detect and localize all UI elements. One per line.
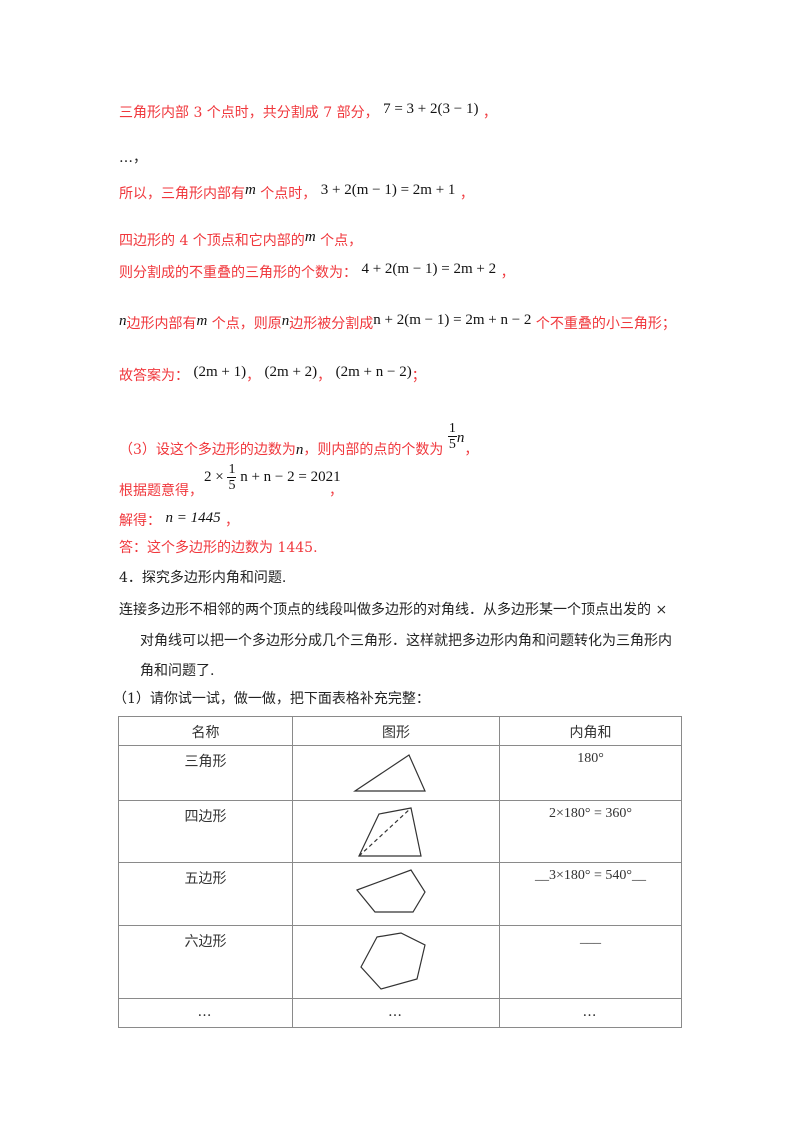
quadrilateral-icon (358, 807, 422, 857)
formula: n + 2(m − 1) = 2m + n − 2 (373, 312, 532, 328)
formula: 4 + 2(m − 1) = 2m + 2 (361, 261, 497, 277)
math-part: n + n − 2 = 2021 (240, 468, 341, 485)
cell-shape (292, 925, 500, 999)
denominator: 5 (448, 437, 456, 452)
solution-line-1: 三角形内部 3 个点时，共分割成 7 部分， 7 = 3 + 2(3 − 1) … (119, 100, 497, 122)
cell-shape (292, 800, 500, 863)
text: 个点时， (255, 186, 317, 202)
var-m: m (304, 229, 316, 245)
cell-name: 四边形 (118, 800, 293, 863)
numerator: 1 (227, 462, 237, 478)
text: 个不重叠的小三角形； (531, 316, 676, 332)
formula: n = 1445 (165, 510, 221, 526)
punct: ； (411, 368, 426, 384)
solution-line-ellipsis: …， (119, 149, 147, 167)
table-row: 五边形 __3×180° = 540°__ (118, 862, 682, 926)
text: 答：这个多边形的边数为 1445. (119, 540, 318, 556)
table-row-ellipsis: … … … (118, 998, 682, 1028)
var-n: n (456, 430, 465, 446)
polygon-angle-table: 名称 图形 内角和 三角形 180° 四边形 2×180° = 360° 五边形… (118, 716, 682, 1028)
punct: ， (225, 513, 240, 529)
table-row: 四边形 2×180° = 360° (118, 800, 682, 863)
var-m: m (196, 313, 208, 329)
cell-name: 六边形 (118, 925, 293, 999)
answer-3: (2m + n − 2) (335, 364, 412, 380)
text: ，则内部的点的个数为 (303, 442, 444, 458)
punct: ， (464, 442, 479, 458)
sub-question-1: （1）请你试一试，做一做，把下面表格补充完整： (113, 691, 430, 707)
question-title: 4．探究多边形内角和问题. (119, 570, 287, 586)
cell-angle-sum-blank: ___ (499, 925, 682, 999)
text: 边形内部有 (126, 316, 197, 332)
punct: ， (317, 368, 332, 384)
text: 个点， (315, 233, 363, 249)
var-m: m (245, 182, 256, 198)
pentagon-icon (356, 869, 426, 913)
ellipsis: …， (119, 150, 147, 166)
solution-answer: 答：这个多边形的边数为 1445. (119, 539, 318, 557)
text: 三角形内部 3 个点时，共分割成 7 部分， (119, 105, 379, 121)
cell-name: 五边形 (118, 862, 293, 926)
cell-shape (292, 862, 500, 926)
header-angle-sum: 内角和 (499, 716, 682, 746)
solution-line-5: 则分割成的不重叠的三角形的个数为： 4 + 2(m − 1) = 2m + 2 … (119, 260, 515, 282)
var-n: n (281, 313, 290, 329)
answer-1: (2m + 1) (193, 364, 247, 380)
solution-line-6: n边形内部有m 个点，则原n边形被分割成n + 2(m − 1) = 2m + … (119, 311, 676, 333)
solution-line-4: 四边形的 4 个顶点和它内部的m 个点， (119, 228, 362, 250)
text: （3）设这个多边形的边数为 (119, 442, 296, 458)
text: 故答案为： (119, 368, 189, 384)
triangle-icon (353, 754, 426, 792)
text: 边形被分割成 (289, 316, 374, 332)
cell-angle-sum: 180° (499, 745, 682, 801)
question-paragraph-line-2: 对角线可以把一个多边形分成几个三角形．这样就把多边形内角和问题转化为三角形内 (140, 633, 672, 649)
solution-line-10: 解得： n = 1445 ， (119, 509, 239, 530)
cell-name: 三角形 (118, 745, 293, 801)
solution-line-3: 所以，三角形内部有m 个点时， 3 + 2(m − 1) = 2m + 1 ， (119, 181, 474, 203)
numerator: 1 (447, 421, 457, 437)
punct: ， (246, 368, 261, 384)
var-n: n (295, 442, 304, 458)
denominator: 5 (228, 478, 236, 493)
text: 所以，三角形内部有 (119, 186, 245, 202)
table-row: 三角形 180° (118, 745, 682, 801)
text: 则分割成的不重叠的三角形的个数为： (119, 265, 357, 281)
header-shape: 图形 (292, 716, 500, 746)
header-name: 名称 (118, 716, 293, 746)
cell-ellipsis: … (292, 998, 500, 1028)
hexagon-icon (360, 932, 426, 990)
punct: ， (459, 186, 474, 202)
question-paragraph-line-3: 角和问题了. (140, 663, 215, 679)
punct: ， (500, 265, 515, 281)
punct: ， (482, 105, 497, 121)
punct: ， (329, 483, 343, 499)
text: 四边形的 4 个顶点和它内部的 (119, 233, 305, 249)
var-n: n (119, 313, 127, 329)
cell-angle-sum: 2×180° = 360° (499, 800, 682, 863)
math-part: 2 × (204, 468, 224, 485)
table-row: 六边形 ___ (118, 925, 682, 999)
answer-2: (2m + 2) (264, 364, 318, 380)
cell-ellipsis: … (118, 998, 293, 1028)
cell-angle-sum: __3×180° = 540°__ (499, 862, 682, 926)
text: 解得： (119, 513, 161, 529)
formula: 3 + 2(m − 1) = 2m + 1 (320, 182, 456, 198)
table-header-row: 名称 图形 内角和 (118, 716, 682, 746)
question-paragraph-line-1: 连接多边形不相邻的两个顶点的线段叫做多边形的对角线．从多边形某一个顶点出发的 × (119, 602, 668, 618)
text: 根据题意得， (119, 483, 203, 499)
formula: 7 = 3 + 2(3 − 1) (383, 101, 479, 117)
cell-shape (292, 745, 500, 801)
text: 个点，则原 (207, 316, 282, 332)
solution-line-7: 故答案为： (2m + 1)， (2m + 2)， (2m + n − 2)； (119, 363, 426, 385)
cell-ellipsis: … (499, 998, 682, 1028)
